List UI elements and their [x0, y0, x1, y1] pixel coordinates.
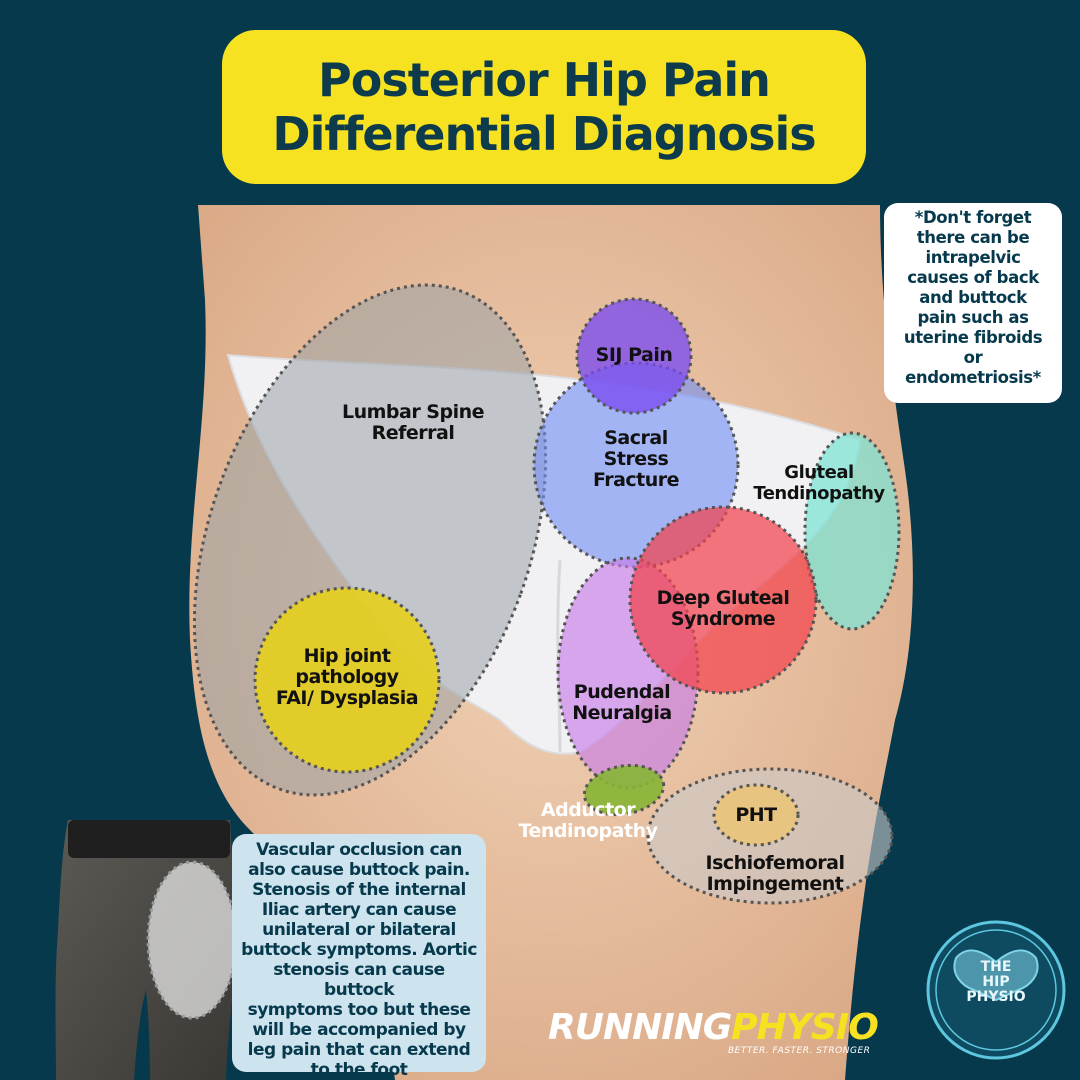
leggings-waistband: [68, 820, 230, 858]
pelvis-icon: [953, 949, 1039, 1002]
vascular-line: buttock symptoms. Aortic: [241, 940, 477, 960]
region-gluteal-tendinopathy: [803, 431, 901, 631]
vascular-line: Stenosis of the internal: [252, 880, 466, 900]
label-pht-line1: PHT: [735, 804, 777, 826]
label-hip-joint-line3: FAI/ Dysplasia: [275, 687, 419, 709]
label-ischiofemoral-line1: Ischiofemoral: [705, 852, 845, 874]
vascular-line: to the foot: [310, 1060, 408, 1080]
label-deep-gluteal-line2: Syndrome: [670, 608, 776, 630]
vascular-line: Iliac artery can cause: [261, 900, 457, 920]
intrapelvic-note: *Don't forget there can be intrapelvic c…: [884, 203, 1062, 403]
region-pht: [712, 783, 800, 847]
vascular-line: leg pain that can extend: [247, 1040, 471, 1060]
badge-line-1: THE: [980, 959, 1012, 975]
vascular-line: stenosis can cause buttock: [273, 960, 445, 1000]
label-gluteal-line2: Tendinopathy: [753, 483, 885, 504]
label-lumbar-line2: Referral: [371, 422, 455, 444]
label-deep-gluteal-line1: Deep Gluteal: [656, 587, 790, 609]
logo-running: RUNNING: [548, 1007, 732, 1048]
label-pudendal: Pudendal Neuralgia: [562, 682, 682, 724]
vascular-occlusion-note: Vascular occlusion can also cause buttoc…: [232, 834, 486, 1080]
leggings-highlight: [146, 860, 238, 1020]
label-ischiofemoral: Ischiofemoral Impingement: [690, 853, 860, 895]
note-line: pain such as: [917, 308, 1029, 327]
note-line: uterine fibroids: [903, 328, 1043, 347]
logo-physio: PHYSIO: [731, 1007, 879, 1048]
title-line-2: Differential Diagnosis: [272, 107, 816, 161]
badge-line-2: HIP: [982, 974, 1010, 990]
note-line: there can be: [916, 228, 1030, 247]
region-hip-joint: [253, 586, 441, 774]
label-hip-joint: Hip joint pathology FAI/ Dysplasia: [262, 646, 432, 709]
running-physio-logo: RUNNINGPHYSIO: [548, 1007, 879, 1048]
label-pudendal-line2: Neuralgia: [572, 702, 672, 724]
label-gluteal-tendinopathy: Gluteal Tendinopathy: [744, 462, 894, 504]
label-pudendal-line1: Pudendal: [573, 681, 671, 703]
title-banner: Posterior Hip Pain Differential Diagnosi…: [222, 30, 866, 184]
badge-inner-ring: [935, 929, 1057, 1051]
vascular-line: also cause buttock pain.: [248, 860, 470, 880]
label-sacral-line2: Stress: [603, 448, 669, 470]
vascular-line: symptoms too but these: [247, 1000, 471, 1020]
label-hip-joint-line1: Hip joint: [303, 645, 391, 667]
label-sij: SIJ Pain: [574, 345, 694, 366]
label-sacral: Sacral Stress Fracture: [566, 428, 706, 491]
region-adductor: [582, 763, 666, 817]
label-sacral-line1: Sacral: [604, 427, 668, 449]
hip-physio-badge-text: THE HIP PHYSIO: [956, 960, 1036, 1005]
label-pht: PHT: [716, 805, 796, 826]
note-line: and buttock: [919, 288, 1027, 307]
note-line: endometriosis*: [905, 368, 1041, 387]
label-gluteal-line1: Gluteal: [784, 462, 854, 483]
vascular-line: Vascular occlusion can: [256, 840, 462, 860]
title-line-1: Posterior Hip Pain: [318, 53, 771, 107]
label-deep-gluteal: Deep Gluteal Syndrome: [640, 588, 806, 630]
label-ischiofemoral-line2: Impingement: [706, 873, 844, 895]
label-sij-line1: SIJ Pain: [595, 344, 673, 366]
note-line: intrapelvic: [925, 248, 1021, 267]
label-lumbar-line1: Lumbar Spine: [341, 401, 485, 423]
label-lumbar-spine: Lumbar Spine Referral: [318, 402, 508, 444]
vascular-line: will be accompanied by: [252, 1020, 466, 1040]
logo-tagline: BETTER. FASTER. STRONGER: [728, 1046, 871, 1056]
vascular-line: unilateral or bilateral: [262, 920, 456, 940]
region-deep-gluteal: [628, 505, 818, 695]
badge-line-3: PHYSIO: [966, 989, 1026, 1005]
label-sacral-line3: Fracture: [592, 469, 680, 491]
label-adductor-line2: Tendinopathy: [518, 820, 658, 842]
note-line: causes of back: [907, 268, 1039, 287]
note-line: or: [963, 348, 983, 367]
label-adductor: Adductor Tendinopathy: [508, 800, 668, 842]
label-hip-joint-line2: pathology: [295, 666, 399, 688]
label-adductor-line1: Adductor: [540, 799, 636, 821]
note-line: *Don't forget: [914, 208, 1032, 227]
region-sij: [575, 297, 693, 415]
